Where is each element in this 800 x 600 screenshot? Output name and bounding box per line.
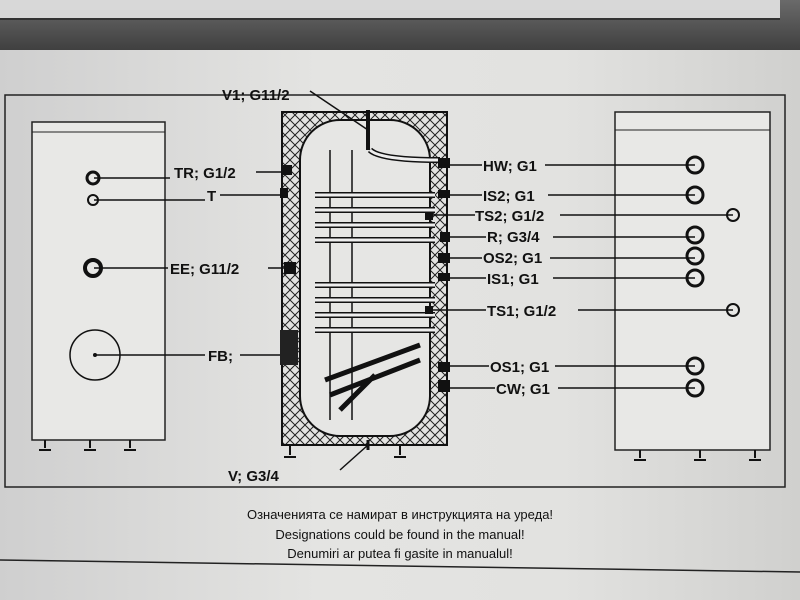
label-fb: FB;: [208, 348, 233, 365]
label-is2: IS2; G1: [483, 188, 535, 205]
label-os2: OS2; G1: [483, 250, 542, 267]
paper-edge: [0, 0, 780, 20]
note-bulgarian: Означенията се намират в инструкцията на…: [246, 507, 554, 522]
label-ts1: TS1; G1/2: [487, 303, 556, 320]
bottom-rule: [0, 559, 800, 573]
label-r: R; G3/4: [487, 229, 540, 246]
label-t: T: [207, 188, 216, 205]
label-v1: V1; G11/2: [222, 87, 290, 104]
label-v: V; G3/4: [228, 468, 280, 485]
flange-fb: [280, 330, 298, 365]
left-side-view: [31, 121, 166, 451]
label-ee: EE; G11/2: [170, 261, 239, 278]
tank-cross-section: [280, 110, 450, 458]
label-cw: CW; G1: [496, 381, 550, 398]
label-ts2: TS2; G1/2: [475, 208, 544, 225]
right-side-view: [614, 111, 771, 461]
label-hw: HW; G1: [483, 158, 537, 175]
label-tr: TR; G1/2: [174, 165, 236, 182]
leader-lines: [94, 90, 733, 471]
diagram-frame: [4, 94, 786, 488]
label-os1: OS1; G1: [490, 359, 549, 376]
label-is1: IS1; G1: [487, 271, 539, 288]
note-romanian: Denumiri ar putea fi gasite in manualul!: [287, 546, 513, 561]
note-english: Designations could be found in the manua…: [275, 527, 525, 542]
